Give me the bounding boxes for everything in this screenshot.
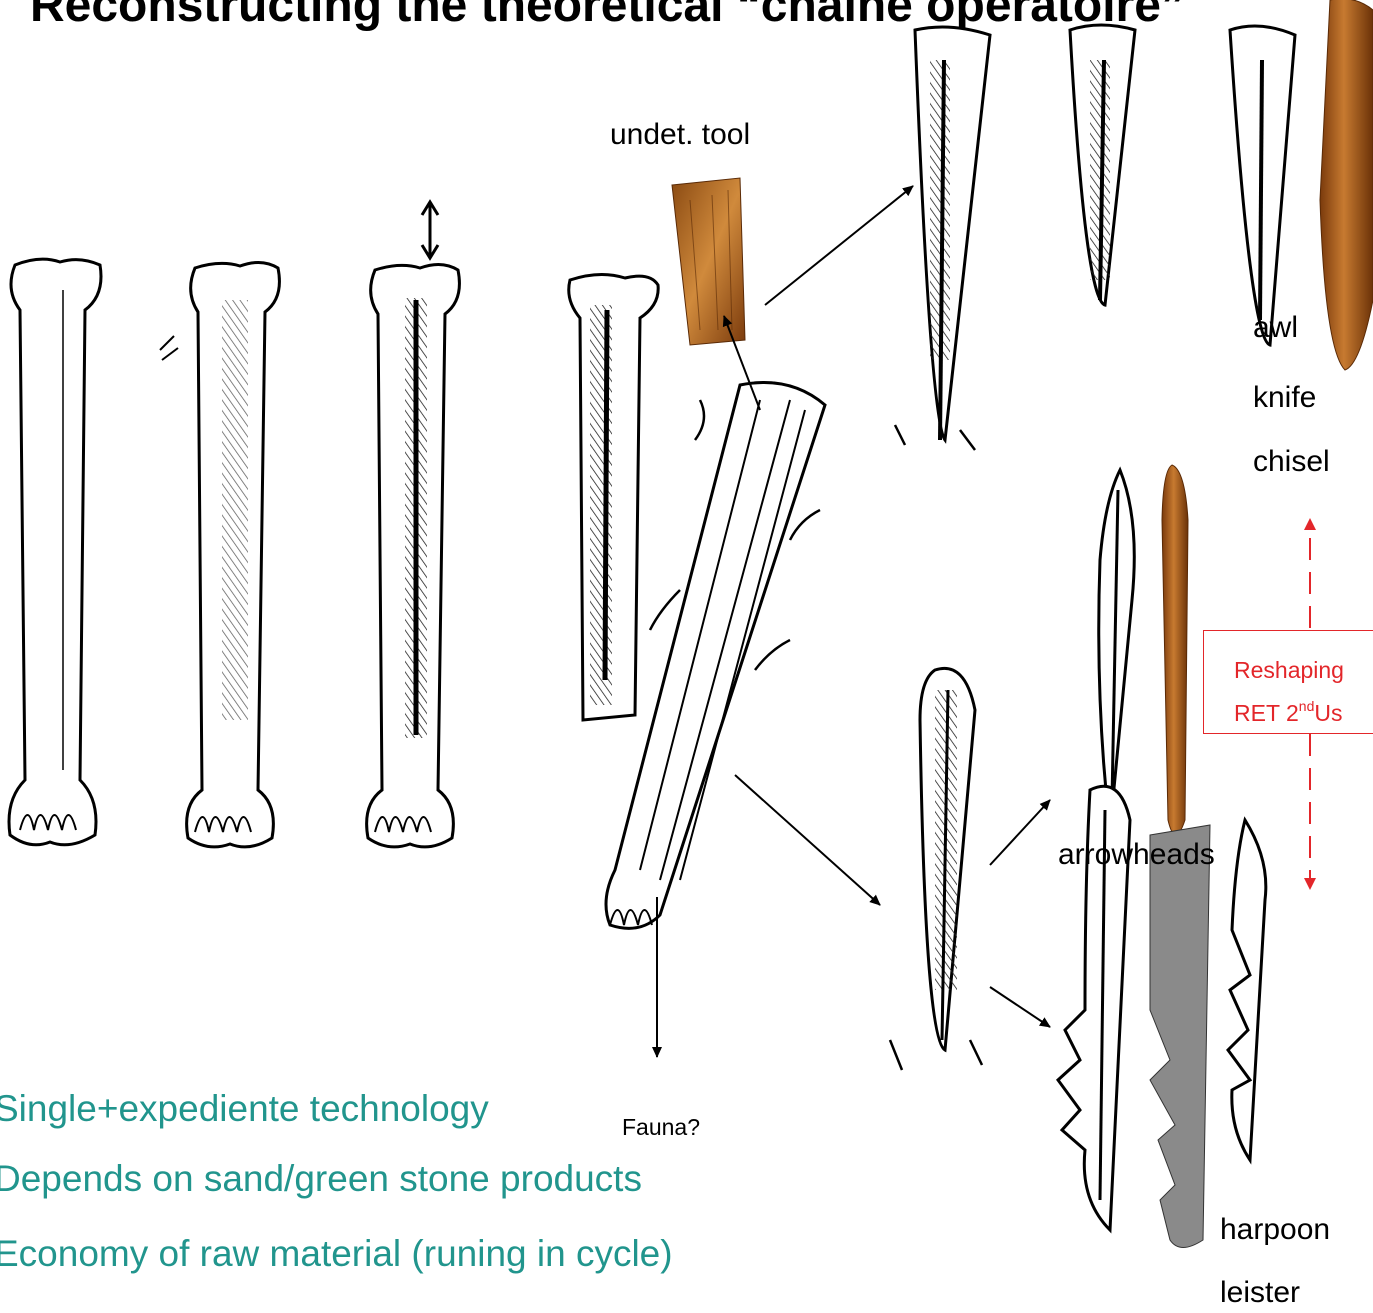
label-harpoon: harpoon [1220, 1215, 1330, 1245]
arrow-to-middle-blank [735, 775, 880, 905]
blank-sketch-middle [890, 668, 982, 1070]
awl-photo [1320, 0, 1373, 370]
bullet-1: Single+expediente technology [0, 1090, 489, 1127]
bone-sketch-3 [367, 202, 460, 847]
label-undet-tool: undet. tool [610, 120, 750, 150]
arrow-to-arrowheads [990, 800, 1050, 865]
arrowhead-sketch [1099, 470, 1135, 830]
bullet-2: Depends on sand/green stone products [0, 1160, 642, 1197]
arrow-to-awl-blank [765, 186, 913, 305]
label-leister: leister [1220, 1278, 1300, 1308]
blank-sketch-top-1 [895, 27, 990, 450]
reshaping-box: Reshaping RET 2ndUs [1203, 630, 1373, 734]
label-awl: awl [1253, 313, 1298, 343]
label-fauna: Fauna? [622, 1116, 700, 1139]
undet-tool-photo [672, 178, 745, 345]
harpoon-render [1150, 825, 1210, 1248]
bone-sketch-4 [569, 274, 658, 720]
label-knife: knife [1253, 383, 1316, 413]
blank-sketch-top-2 [1070, 25, 1135, 305]
label-arrowheads: arrowheads [1058, 840, 1215, 870]
blank-sketch-top-3 [1230, 26, 1295, 345]
bullet-3: Economy of raw material (runing in cycle… [0, 1235, 673, 1272]
leister-sketch [1228, 820, 1266, 1160]
arrow-to-harpoon [990, 987, 1050, 1027]
ret-second-use-label: RET 2ndUs [1234, 699, 1342, 725]
reshaping-label: Reshaping [1234, 659, 1344, 682]
arrowhead-photo [1162, 465, 1188, 835]
bone-sketch-1 [9, 259, 101, 845]
label-chisel: chisel [1253, 447, 1330, 477]
bone-sketch-2 [160, 262, 279, 846]
